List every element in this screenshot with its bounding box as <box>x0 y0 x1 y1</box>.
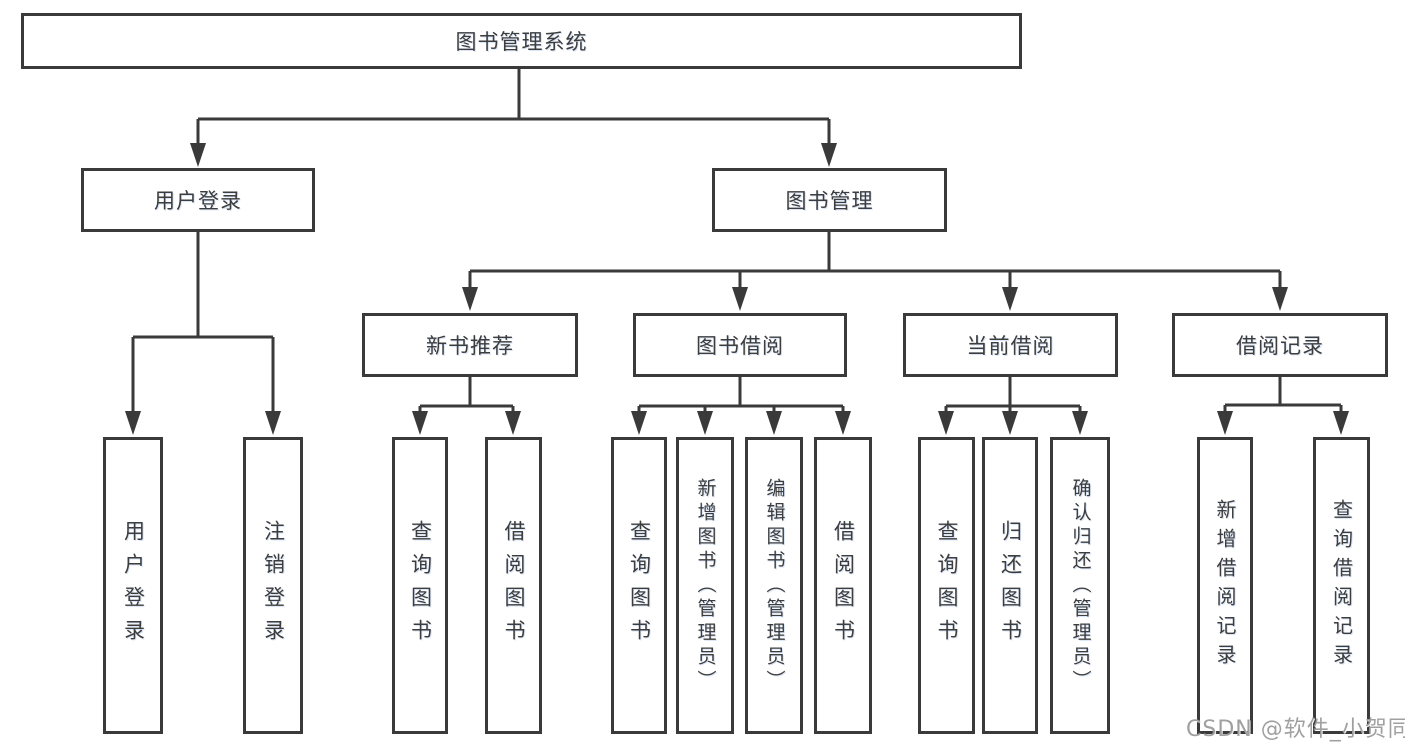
leaf-user-login: 用户登录 <box>103 437 163 734</box>
leaf-borrow-borrow-book-label: 借阅图书 <box>831 519 856 652</box>
node-root: 图书管理系统 <box>21 13 1022 69</box>
arrowhead-icon <box>265 411 281 435</box>
leaf-borrow-query-book-label: 查询图书 <box>627 519 652 652</box>
node-root-label: 图书管理系统 <box>455 30 588 54</box>
arrowhead-icon <box>1333 411 1349 435</box>
leaf-confirm-return-admin-label: 确认归还（管理员） <box>1069 477 1092 694</box>
csdn-watermark: CSDN @软件_小贺同学 <box>1186 717 1405 742</box>
node-user-login-label: 用户登录 <box>154 189 242 213</box>
leaf-current-query-book: 查询图书 <box>918 437 975 734</box>
arrowhead-icon <box>505 411 521 435</box>
leaf-add-borrow-record: 新增借阅记录 <box>1197 437 1253 734</box>
leaf-return-book: 归还图书 <box>982 437 1038 734</box>
node-new-book-recommend-label: 新书推荐 <box>426 334 514 358</box>
arrowhead-icon <box>835 411 851 435</box>
leaf-add-book-admin-label: 新增图书（管理员） <box>694 477 717 694</box>
arrowhead-icon <box>1002 411 1018 435</box>
edge-book-borrow-to-leaves <box>631 377 851 435</box>
leaf-current-query-book-label: 查询图书 <box>935 519 959 652</box>
leaf-query-borrow-record: 查询借阅记录 <box>1313 437 1370 734</box>
arrowhead-icon <box>821 143 837 167</box>
edge-book-mgmt-to-level3 <box>462 232 1288 311</box>
edge-current-borrow-to-leaves <box>938 377 1088 435</box>
node-borrow-record: 借阅记录 <box>1172 313 1388 377</box>
node-borrow-record-label: 借阅记录 <box>1236 334 1324 358</box>
node-book-management-label: 图书管理 <box>785 189 874 213</box>
leaf-logout: 注销登录 <box>243 437 303 734</box>
node-book-management: 图书管理 <box>712 168 947 232</box>
leaf-edit-book-admin-label: 编辑图书（管理员） <box>763 477 786 694</box>
leaf-add-book-admin: 新增图书（管理员） <box>676 437 734 734</box>
arrowhead-icon <box>938 411 954 435</box>
leaf-edit-book-admin: 编辑图书（管理员） <box>745 437 803 734</box>
leaf-add-borrow-record-label: 新增借阅记录 <box>1213 498 1237 673</box>
leaf-borrow-query-book: 查询图书 <box>611 437 667 734</box>
leaf-borrow-borrow-book: 借阅图书 <box>814 437 872 734</box>
leaf-recommend-query-book: 查询图书 <box>392 437 448 734</box>
node-user-login: 用户登录 <box>81 168 315 232</box>
leaf-query-borrow-record-label: 查询借阅记录 <box>1329 498 1354 673</box>
leaf-return-book-label: 归还图书 <box>998 519 1023 652</box>
arrowhead-icon <box>1217 411 1233 435</box>
arrowhead-icon <box>125 411 141 435</box>
arrowhead-icon <box>697 411 713 435</box>
leaf-recommend-borrow-book-label: 借阅图书 <box>502 519 526 652</box>
edge-root-to-level2 <box>190 69 837 167</box>
arrowhead-icon <box>462 287 478 311</box>
leaf-logout-label: 注销登录 <box>261 519 286 652</box>
node-book-borrow-label: 图书借阅 <box>696 334 784 358</box>
arrowhead-icon <box>631 411 647 435</box>
edge-borrow-record-to-leaves <box>1217 377 1349 435</box>
edge-new-book-rec-to-leaves <box>412 377 521 435</box>
leaf-user-login-label: 用户登录 <box>121 519 146 652</box>
node-new-book-recommend: 新书推荐 <box>362 313 578 377</box>
edge-user-login-to-leaves <box>125 232 281 435</box>
arrowhead-icon <box>766 411 782 435</box>
arrowhead-icon <box>1072 411 1088 435</box>
leaf-confirm-return-admin: 确认归还（管理员） <box>1050 437 1110 734</box>
arrowhead-icon <box>190 143 206 167</box>
node-current-borrow-label: 当前借阅 <box>966 334 1055 358</box>
arrowhead-icon <box>732 287 748 311</box>
leaf-recommend-borrow-book: 借阅图书 <box>485 437 542 734</box>
node-current-borrow: 当前借阅 <box>903 313 1118 377</box>
leaf-recommend-query-book-label: 查询图书 <box>408 519 433 652</box>
arrowhead-icon <box>412 411 428 435</box>
node-book-borrow: 图书借阅 <box>633 313 847 377</box>
arrowhead-icon <box>1002 287 1018 311</box>
arrowhead-icon <box>1272 287 1288 311</box>
